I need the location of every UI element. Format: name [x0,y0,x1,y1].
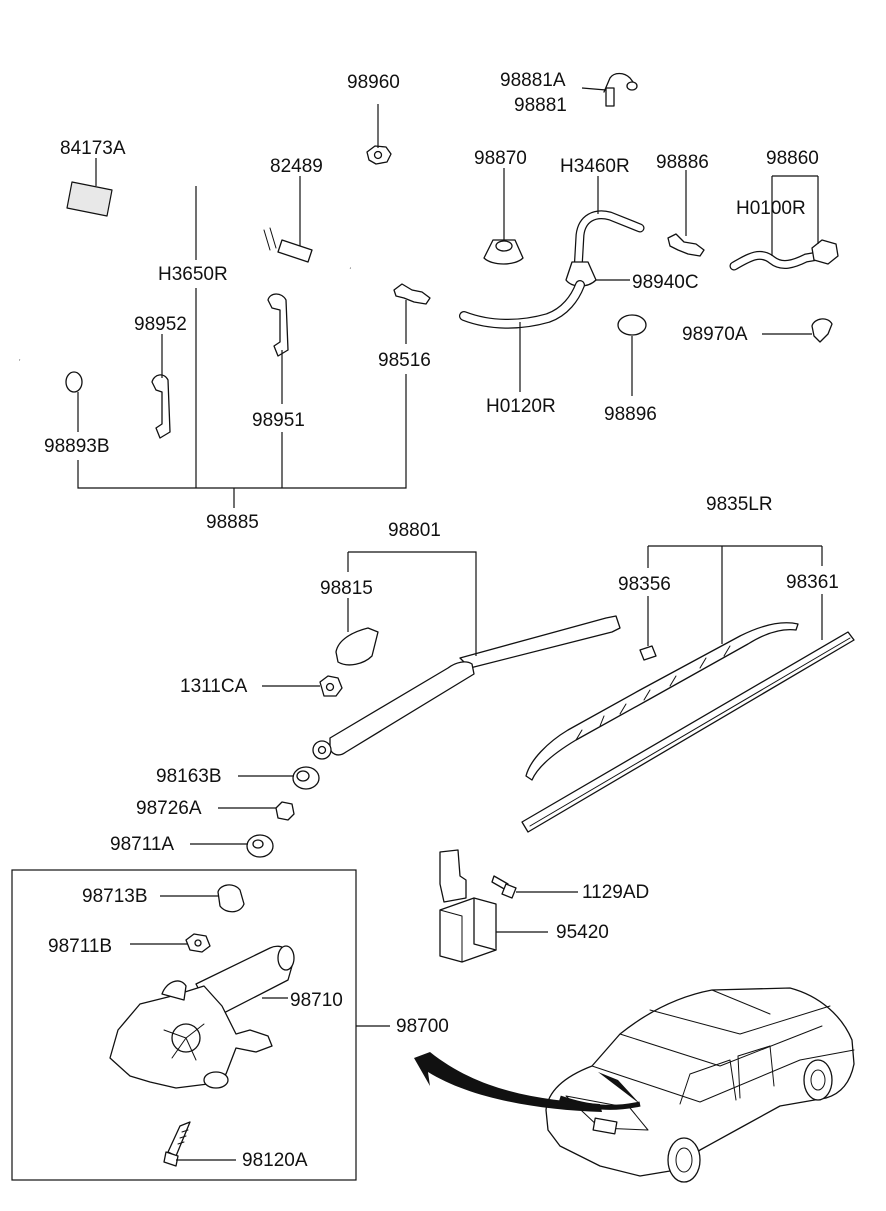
label-h3460r: H3460R [560,156,630,177]
label-1311ca: 1311CA [180,676,248,697]
motor-assembly-box [11,869,357,1181]
hose-clip-bracket-part [151,374,171,439]
check-valve-part [667,233,705,257]
label-sticker-part [66,181,113,217]
label-98711b: 98711B [48,936,112,957]
motor-bolt-part [163,1121,191,1167]
wiper-blade-part [525,622,799,781]
hose-clip-bracket-2-part [267,293,289,357]
label-98870: 98870 [474,148,527,169]
label-84173a: 84173A [60,138,126,159]
label-98960: 98960 [347,72,400,93]
blade-adapter-part [639,645,657,661]
mounting-bolt-part [491,875,517,899]
car-illustration [545,987,855,1183]
label-98896: 98896 [604,404,657,425]
label-98893b: 98893B [44,436,110,457]
label-98710: 98710 [290,990,343,1011]
label-1129ad: 1129AD [582,882,649,903]
label-98970a: 98970A [682,324,748,345]
washer-hose-lower-part [459,280,585,329]
label-98711a: 98711A [110,834,174,855]
arm-nut-part [319,675,343,697]
label-98951: 98951 [252,410,305,431]
label-98163b: 98163B [156,766,222,787]
motor-cap-part [217,884,245,913]
label-98726a: 98726A [136,798,202,819]
blind-plug-part [617,314,647,336]
location-arrow [414,1046,602,1112]
pivot-washer-part [246,834,274,858]
pivot-nut-part [275,801,295,821]
label-98860: 98860 [766,148,819,169]
pivot-bushing-part [292,766,320,790]
arm-cap-part [335,627,379,666]
label-h3650r: H3650R [158,264,228,285]
retainer-clip-part [811,318,833,343]
washer-nozzle-part [729,239,839,271]
label-98700: 98700 [396,1016,449,1037]
wiper-arm-part [312,615,621,760]
label-9835lr: 9835LR [706,494,773,515]
label-95420: 95420 [556,922,609,943]
label-98940c: 98940C [632,272,699,293]
grommet-part [483,239,524,265]
label-98815: 98815 [320,578,373,599]
motor-nut-part [185,933,211,953]
label-82489: 82489 [270,156,323,177]
label-98356: 98356 [618,574,671,595]
label-98801: 98801 [388,520,441,541]
wiper-relay-part [439,849,497,963]
hose-connector-part [603,72,638,107]
label-98516: 98516 [378,350,431,371]
label-98886: 98886 [656,152,709,173]
washer-hose-short-part [565,210,645,287]
label-98881: 98881 [514,95,567,116]
label-98881a: 98881A [500,70,566,91]
joint-connector-part [393,283,431,305]
label-98885: 98885 [206,512,259,533]
wiper-motor-part [109,945,295,1089]
label-98361: 98361 [786,572,839,593]
blade-refill-part [521,631,855,833]
washer-hose-long-part [19,166,351,393]
label-h0120r: H0120R [486,396,556,417]
leader-lines [77,87,823,1161]
label-98120a: 98120A [242,1150,308,1171]
label-h0100r: H0100R [736,198,806,219]
nut-part [366,145,392,165]
label-98952: 98952 [134,314,187,335]
label-98713b: 98713B [82,886,148,907]
